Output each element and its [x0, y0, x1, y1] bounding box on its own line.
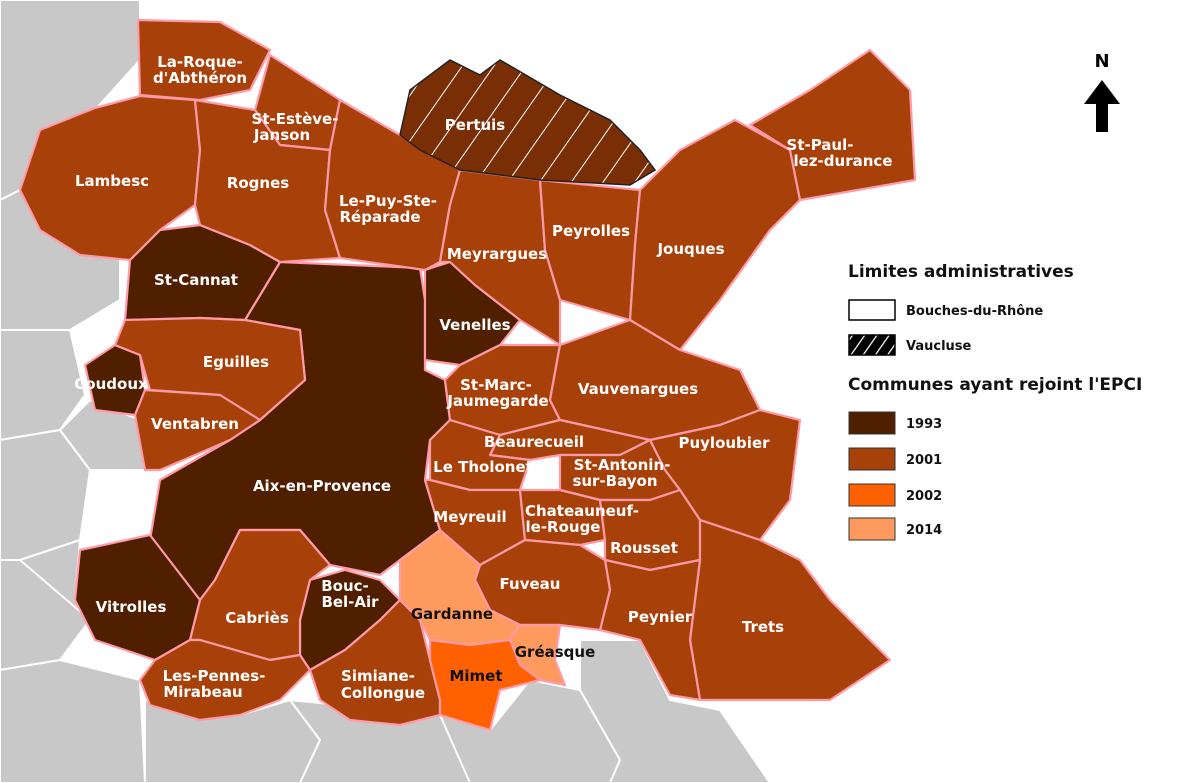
- legend-title-limits: Limites administratives: [848, 262, 1074, 282]
- label-stesteve-2: Janson: [253, 126, 310, 144]
- label-jouques: Jouques: [656, 240, 724, 258]
- label-gardanne: Gardanne: [411, 605, 493, 623]
- north-label: N: [1094, 51, 1109, 72]
- label-stantonin-2: sur-Bayon: [572, 472, 657, 490]
- commune-mimet[interactable]: [428, 638, 542, 732]
- label-meyreuil: Meyreuil: [433, 508, 506, 526]
- label-vitrolles: Vitrolles: [96, 598, 167, 616]
- commune-labels: La-Roque- d'Abthéron St-Estève- Janson P…: [74, 53, 892, 702]
- commune-pertuis[interactable]: [399, 59, 657, 186]
- commune-lambesc[interactable]: [18, 94, 202, 262]
- legend-label-vaucluse: Vaucluse: [906, 339, 972, 354]
- label-boucbelair-1: Bouc-: [321, 577, 369, 595]
- commune-rognes[interactable]: [193, 98, 342, 264]
- commune-trets[interactable]: [688, 518, 892, 702]
- label-peyrolles: Peyrolles: [552, 222, 630, 240]
- legend-label-2001: 2001: [906, 453, 942, 468]
- label-pennes-2: Mirabeau: [163, 683, 242, 701]
- label-stcannat: St-Cannat: [154, 271, 238, 289]
- label-lepuy-2: Réparade: [339, 208, 420, 226]
- label-coudoux: Coudoux: [74, 375, 148, 393]
- legend-swatch-2014: [848, 517, 896, 541]
- label-stantonin-1: St-Antonin-: [574, 456, 671, 474]
- commune-pennes[interactable]: [138, 638, 312, 722]
- label-simiane-2: Collongue: [341, 684, 425, 702]
- label-stpaul-2: lez-durance: [794, 152, 893, 170]
- label-cabries: Cabriès: [225, 609, 289, 627]
- communes-layer: [18, 18, 917, 732]
- label-rognes: Rognes: [227, 174, 289, 192]
- legend-title-communes: Communes ayant rejoint l'EPCI: [848, 375, 1142, 395]
- legend-swatch-2002: [848, 483, 896, 507]
- label-simiane-1: Simiane-: [341, 667, 415, 685]
- legend-label-1993: 1993: [906, 417, 942, 432]
- label-laroque-1: La-Roque-: [157, 53, 243, 71]
- commune-jouques[interactable]: [628, 118, 802, 352]
- legend: Limites administratives Bouches-du-Rhône…: [848, 262, 1142, 541]
- label-fuveau: Fuveau: [500, 575, 561, 593]
- commune-ventabren[interactable]: [133, 388, 262, 472]
- label-chateauneuf-1: Chateauneuf-: [525, 502, 639, 520]
- legend-swatch-bouches: [848, 299, 896, 321]
- label-aix: Aix-en-Provence: [253, 477, 391, 495]
- label-beaurecueil: Beaurecueil: [484, 433, 584, 451]
- label-pertuis: Pertuis: [445, 116, 506, 134]
- label-boucbelair-2: Bel-Air: [321, 593, 379, 611]
- commune-cabries[interactable]: [188, 528, 332, 662]
- legend-label-bouches: Bouches-du-Rhône: [906, 304, 1043, 319]
- label-stesteve-1: St-Estève-: [252, 110, 339, 128]
- label-stmarc-2: Jaumegarde: [446, 392, 548, 410]
- label-stpaul-1: St-Paul-: [787, 136, 854, 154]
- label-trets: Trets: [742, 618, 784, 636]
- label-greasque: Gréasque: [515, 643, 596, 661]
- label-lambesc: Lambesc: [75, 172, 149, 190]
- legend-label-2014: 2014: [906, 523, 942, 538]
- label-chateauneuf-2: le-Rouge: [526, 518, 601, 536]
- legend-swatch-vaucluse: [848, 334, 896, 356]
- label-peynier: Peynier: [628, 608, 693, 626]
- label-puyloubier: Puyloubier: [678, 434, 770, 452]
- label-letholonet: Le Tholonet: [433, 458, 533, 476]
- label-lepuy-1: Le-Puy-Ste-: [339, 192, 437, 210]
- neighbour-communes: [0, 0, 772, 783]
- label-pennes-1: Les-Pennes-: [163, 667, 266, 685]
- label-venelles: Venelles: [439, 316, 510, 334]
- label-mimet: Mimet: [449, 667, 502, 685]
- commune-stpaul[interactable]: [748, 48, 917, 202]
- north-arrow: N: [1084, 51, 1120, 132]
- label-eguilles: Eguilles: [203, 353, 269, 371]
- label-meyrargues: Meyrargues: [447, 245, 547, 263]
- label-stmarc-1: St-Marc-: [460, 376, 532, 394]
- label-ventabren: Ventabren: [151, 415, 239, 433]
- label-vauvenargues: Vauvenargues: [578, 380, 698, 398]
- legend-label-2002: 2002: [906, 489, 942, 504]
- north-arrow-icon: [1084, 80, 1120, 132]
- label-rousset: Rousset: [610, 539, 678, 557]
- legend-swatch-2001: [848, 447, 896, 471]
- label-laroque-2: d'Abthéron: [153, 69, 247, 87]
- legend-swatch-1993: [848, 411, 896, 435]
